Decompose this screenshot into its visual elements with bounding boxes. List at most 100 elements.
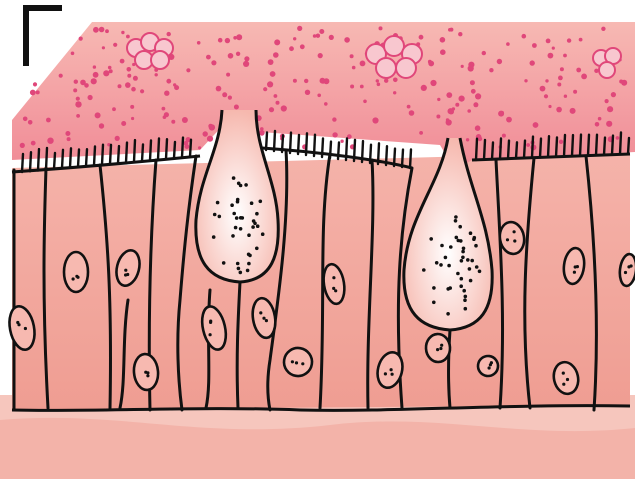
cilium (110, 145, 111, 164)
mucus-granule (352, 66, 356, 70)
cilium (142, 144, 143, 161)
mucus-granule (332, 132, 337, 137)
mucus-granule (233, 36, 237, 40)
mucus-granule (118, 84, 122, 88)
secretory-granule (462, 247, 466, 251)
mucus-granule (120, 59, 125, 64)
secretory-granule (459, 284, 463, 288)
mucus-granule (595, 122, 600, 127)
cilium (150, 141, 151, 161)
mucus-granule (558, 76, 563, 81)
mucus-granule (228, 96, 232, 100)
mucus-granule (109, 69, 113, 73)
mucus-granule (71, 52, 75, 56)
cilium (30, 152, 31, 171)
chromatin-dot (332, 287, 335, 290)
nucleus (64, 252, 88, 292)
mucus-granule (103, 70, 109, 76)
mucus-granule (581, 74, 587, 80)
mucus-granule (273, 52, 279, 58)
mucus-granule (140, 89, 144, 93)
mucus-granule (28, 120, 33, 125)
mucus-granule (59, 74, 63, 78)
mucus-granule (112, 107, 116, 111)
chromatin-dot (513, 239, 516, 242)
secretory-granule (212, 235, 216, 239)
mucus-granule (73, 88, 77, 92)
mucus-granule (268, 59, 274, 65)
secretory-granule (256, 224, 260, 228)
chromatin-dot (332, 276, 335, 279)
chromatin-dot (566, 378, 569, 381)
mucus-granule (300, 44, 305, 49)
chromatin-dot (627, 265, 630, 268)
mucus-granule (185, 144, 190, 149)
mucus-granule (162, 107, 166, 111)
chromatin-dot (209, 333, 212, 336)
mucus-granule (131, 117, 134, 120)
mucus-granule (293, 79, 297, 83)
secretory-granule (231, 234, 235, 238)
chromatin-dot (126, 273, 129, 276)
secretory-granule (255, 247, 259, 251)
chromatin-dot (391, 373, 394, 376)
secretory-granule (247, 262, 251, 266)
mucus-granule (393, 91, 396, 94)
secretory-granule (469, 279, 473, 283)
cilium (492, 143, 493, 160)
cilium (508, 141, 509, 159)
mucus-granule (317, 94, 321, 98)
secretory-granule (459, 239, 463, 243)
mucus-granule (47, 138, 53, 144)
mucus-granule (440, 49, 446, 55)
secretory-granule (247, 233, 251, 237)
mucus-granule (88, 95, 93, 100)
secretory-granule (444, 256, 448, 260)
secretory-granule (462, 289, 466, 293)
cilium (628, 138, 629, 154)
cilium (548, 136, 549, 157)
secretory-granule (235, 216, 239, 220)
mucus-granule (522, 34, 527, 39)
mucus-granule (209, 124, 215, 130)
cilium (612, 136, 613, 155)
mucus-granule (211, 60, 216, 65)
mucus-granule (125, 82, 131, 88)
mucus-granule (23, 117, 28, 122)
chromatin-dot (209, 320, 212, 323)
mucus-granule (95, 112, 101, 118)
mucus-granule (276, 101, 280, 105)
secretory-granule (454, 215, 458, 219)
secretory-granule (458, 225, 462, 229)
mucus-granule (207, 136, 213, 142)
mucus-granule (419, 131, 423, 135)
cilium (126, 143, 127, 163)
mucus-granule (458, 32, 462, 36)
secretory-granule (455, 236, 459, 240)
cilium (158, 139, 159, 160)
mucus-granule (75, 101, 81, 107)
secretory-granule (472, 237, 476, 241)
mucus-granule (113, 43, 117, 47)
mucus-granule (222, 92, 227, 97)
mucus-granule (332, 117, 336, 121)
secretory-granule (468, 267, 472, 271)
mucus-granule (545, 79, 548, 82)
secretory-granule (230, 203, 234, 207)
secretory-granule (216, 201, 220, 205)
secretory-granule (432, 301, 436, 305)
mucus-granule (267, 81, 273, 87)
secretory-granule (213, 213, 217, 217)
secretory-granule (440, 244, 444, 248)
mucus-granule (470, 80, 475, 85)
mucus-granule (526, 143, 530, 147)
mucus-granule (76, 97, 80, 101)
mucus-granule (121, 31, 124, 34)
chromatin-dot (390, 368, 393, 371)
mucus-granule (243, 61, 249, 67)
mucus-granule (182, 117, 188, 123)
chromatin-dot (265, 319, 268, 322)
mucus-granule (570, 108, 576, 114)
mucus-granule (559, 140, 563, 144)
secretory-granule (429, 237, 433, 241)
